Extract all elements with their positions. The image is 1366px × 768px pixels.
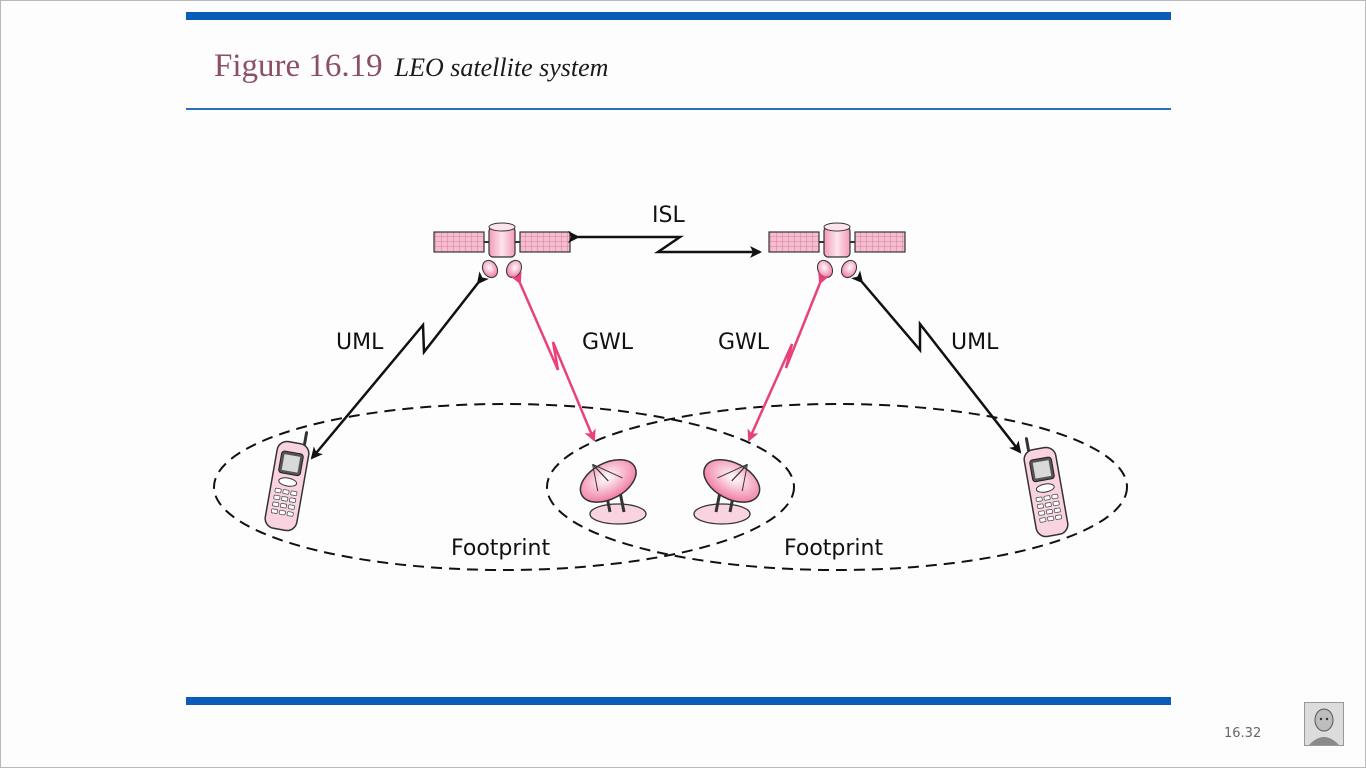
gwl-link-right-arrow: [749, 283, 820, 440]
label-isl: ISL: [652, 203, 685, 228]
ground-station-dish-icon: [571, 447, 646, 524]
presenter-avatar: [1304, 702, 1344, 746]
label-footprint-right: Footprint: [784, 536, 883, 561]
uml-link-left-arrow: [312, 283, 478, 458]
label-uml-left: UML: [336, 330, 384, 355]
satellite-icon: [434, 223, 570, 280]
isl-link-arrow: [578, 237, 760, 252]
mobile-phone-icon: [264, 428, 313, 532]
slide-number: 16.32: [1224, 726, 1261, 741]
label-footprint-left: Footprint: [451, 536, 550, 561]
label-uml-right: UML: [951, 330, 999, 355]
gwl-link-left-arrow: [520, 283, 594, 440]
label-gwl-left: GWL: [582, 330, 634, 355]
mobile-phone-icon: [1021, 434, 1070, 538]
bottom-accent-bar: [186, 697, 1171, 705]
person-icon: [1305, 703, 1343, 745]
uml-link-right-arrow: [862, 282, 1020, 452]
satellite-icon: [769, 223, 905, 280]
label-gwl-right: GWL: [718, 330, 770, 355]
ground-station-dish-icon: [694, 447, 769, 524]
